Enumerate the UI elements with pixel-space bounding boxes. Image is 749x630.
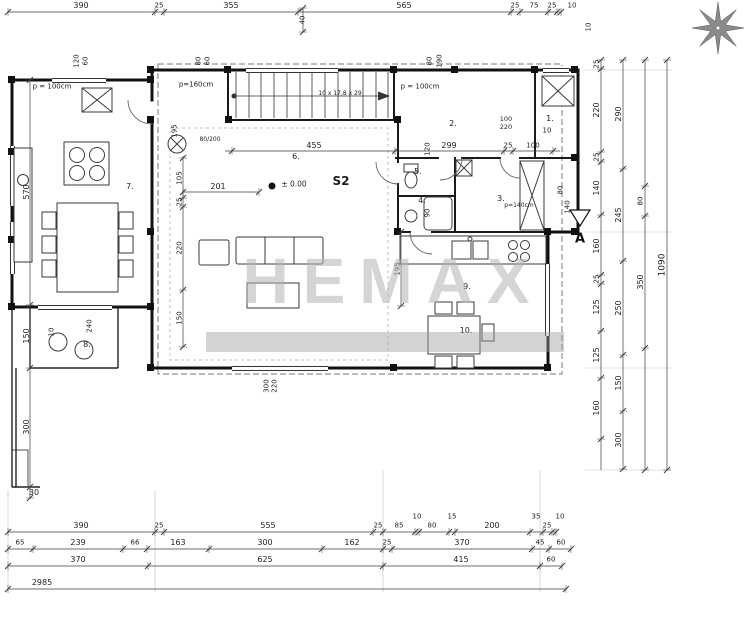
chair [456,301,475,315]
small-table [427,315,481,355]
washbasin-icon [404,209,418,223]
toilet-icon [404,171,418,189]
chair [456,355,475,369]
armchair [198,239,230,266]
chair [41,259,57,278]
section-marker-label: A [574,231,586,247]
round-table [48,332,68,352]
compass-icon [691,1,745,55]
inner-walls [227,69,577,233]
dimension-lines [4,4,671,593]
furniture [13,87,547,369]
coffee-table [246,282,300,309]
round-table [74,340,94,360]
chair [118,259,134,278]
overhang-dashed-outline [157,63,563,375]
door-arcs [127,99,521,255]
chair [118,211,134,230]
chair [118,235,134,254]
chair [41,235,57,254]
bathtub-icon [423,196,453,231]
dining-table [56,202,119,293]
toilet-tank [403,163,419,173]
sink-icon [17,174,29,186]
section-marker-icon [568,209,592,228]
columns [8,66,578,371]
level-marker [268,182,276,190]
sofa [235,236,324,265]
counter [13,147,33,263]
chair [434,301,453,315]
thin-walls [11,307,119,488]
windows [8,66,569,373]
fixtures [403,75,575,231]
kitchen-sink [472,240,489,260]
chair [434,355,453,369]
chair [481,323,495,342]
chair [41,211,57,230]
kitchen-sink [451,240,472,260]
stairs [231,72,390,118]
